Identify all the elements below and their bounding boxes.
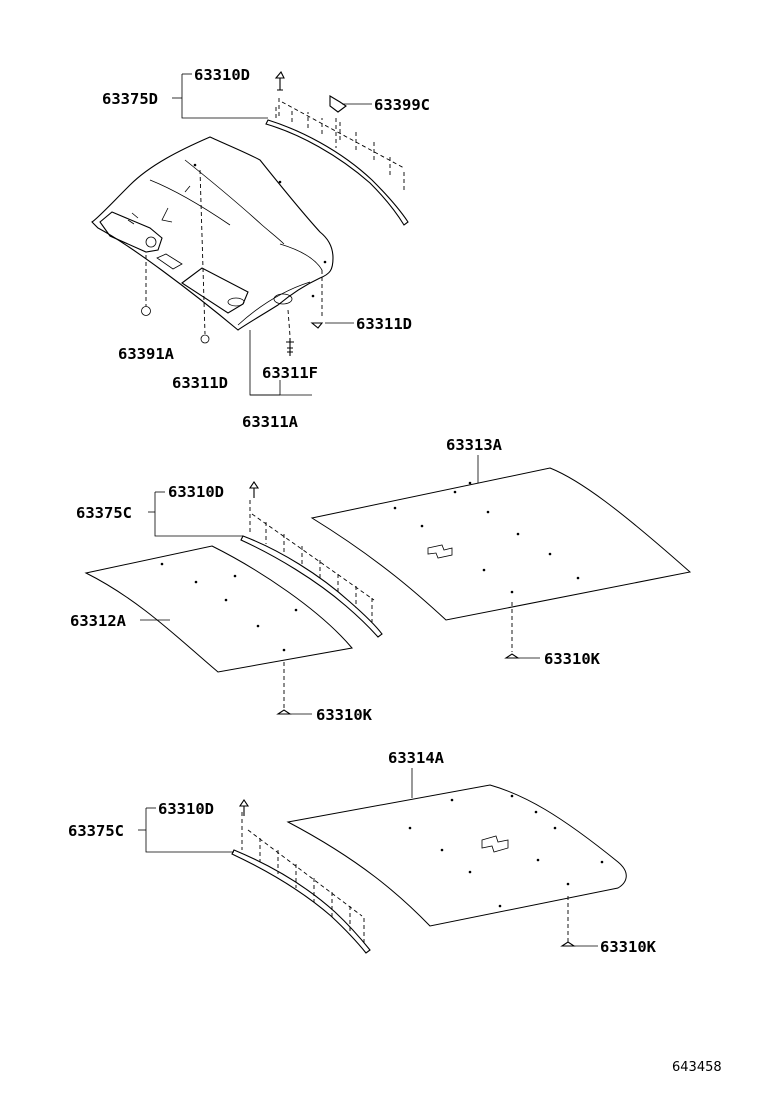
part-label-63310D-top: 63310D	[194, 66, 250, 84]
part-label-63375C-mid: 63375C	[76, 504, 132, 522]
part-label-63310K-mid-right: 63310K	[544, 650, 601, 668]
headliner-assembly	[91, 136, 334, 331]
roof-rail-strip-bot	[231, 812, 371, 954]
nut-icon	[329, 95, 347, 113]
roof-rail-strip-mid	[240, 500, 383, 638]
figure-number: 643458	[672, 1060, 722, 1075]
roof-panel-63312A	[84, 545, 353, 673]
clip-icon	[274, 71, 285, 91]
part-label-63311D-right: 63311D	[356, 315, 412, 333]
part-label-63310K-mid-left: 63310K	[316, 706, 373, 724]
part-label-63313A: 63313A	[446, 436, 503, 454]
part-label-63375C-bot: 63375C	[68, 822, 124, 840]
clip-icon	[310, 270, 324, 329]
part-label-63310D-mid: 63310D	[168, 483, 224, 501]
roof-panel-63314A	[286, 784, 627, 927]
roof-rail-strip-top	[265, 98, 409, 226]
part-label-63310D-bot: 63310D	[158, 800, 214, 818]
part-label-63311D-left: 63311D	[172, 374, 228, 392]
part-label-63399C: 63399C	[374, 96, 430, 114]
part-label-63311F: 63311F	[262, 364, 318, 382]
part-label-63312A: 63312A	[70, 612, 127, 630]
part-label-63314A: 63314A	[388, 749, 445, 767]
clip-icon	[504, 653, 520, 659]
screw-icon	[286, 309, 294, 356]
clip-icon	[560, 941, 576, 947]
part-label-63311A: 63311A	[242, 413, 299, 431]
roof-panel-63313A	[310, 467, 692, 621]
clip-icon	[248, 481, 260, 498]
part-label-63391A: 63391A	[118, 345, 175, 363]
cap-icon	[199, 169, 210, 344]
clip-icon	[238, 799, 250, 816]
cap-icon	[141, 255, 151, 316]
clip-icon	[276, 709, 292, 715]
part-label-63310K-bot: 63310K	[600, 938, 657, 956]
part-label-63375D: 63375D	[102, 90, 158, 108]
